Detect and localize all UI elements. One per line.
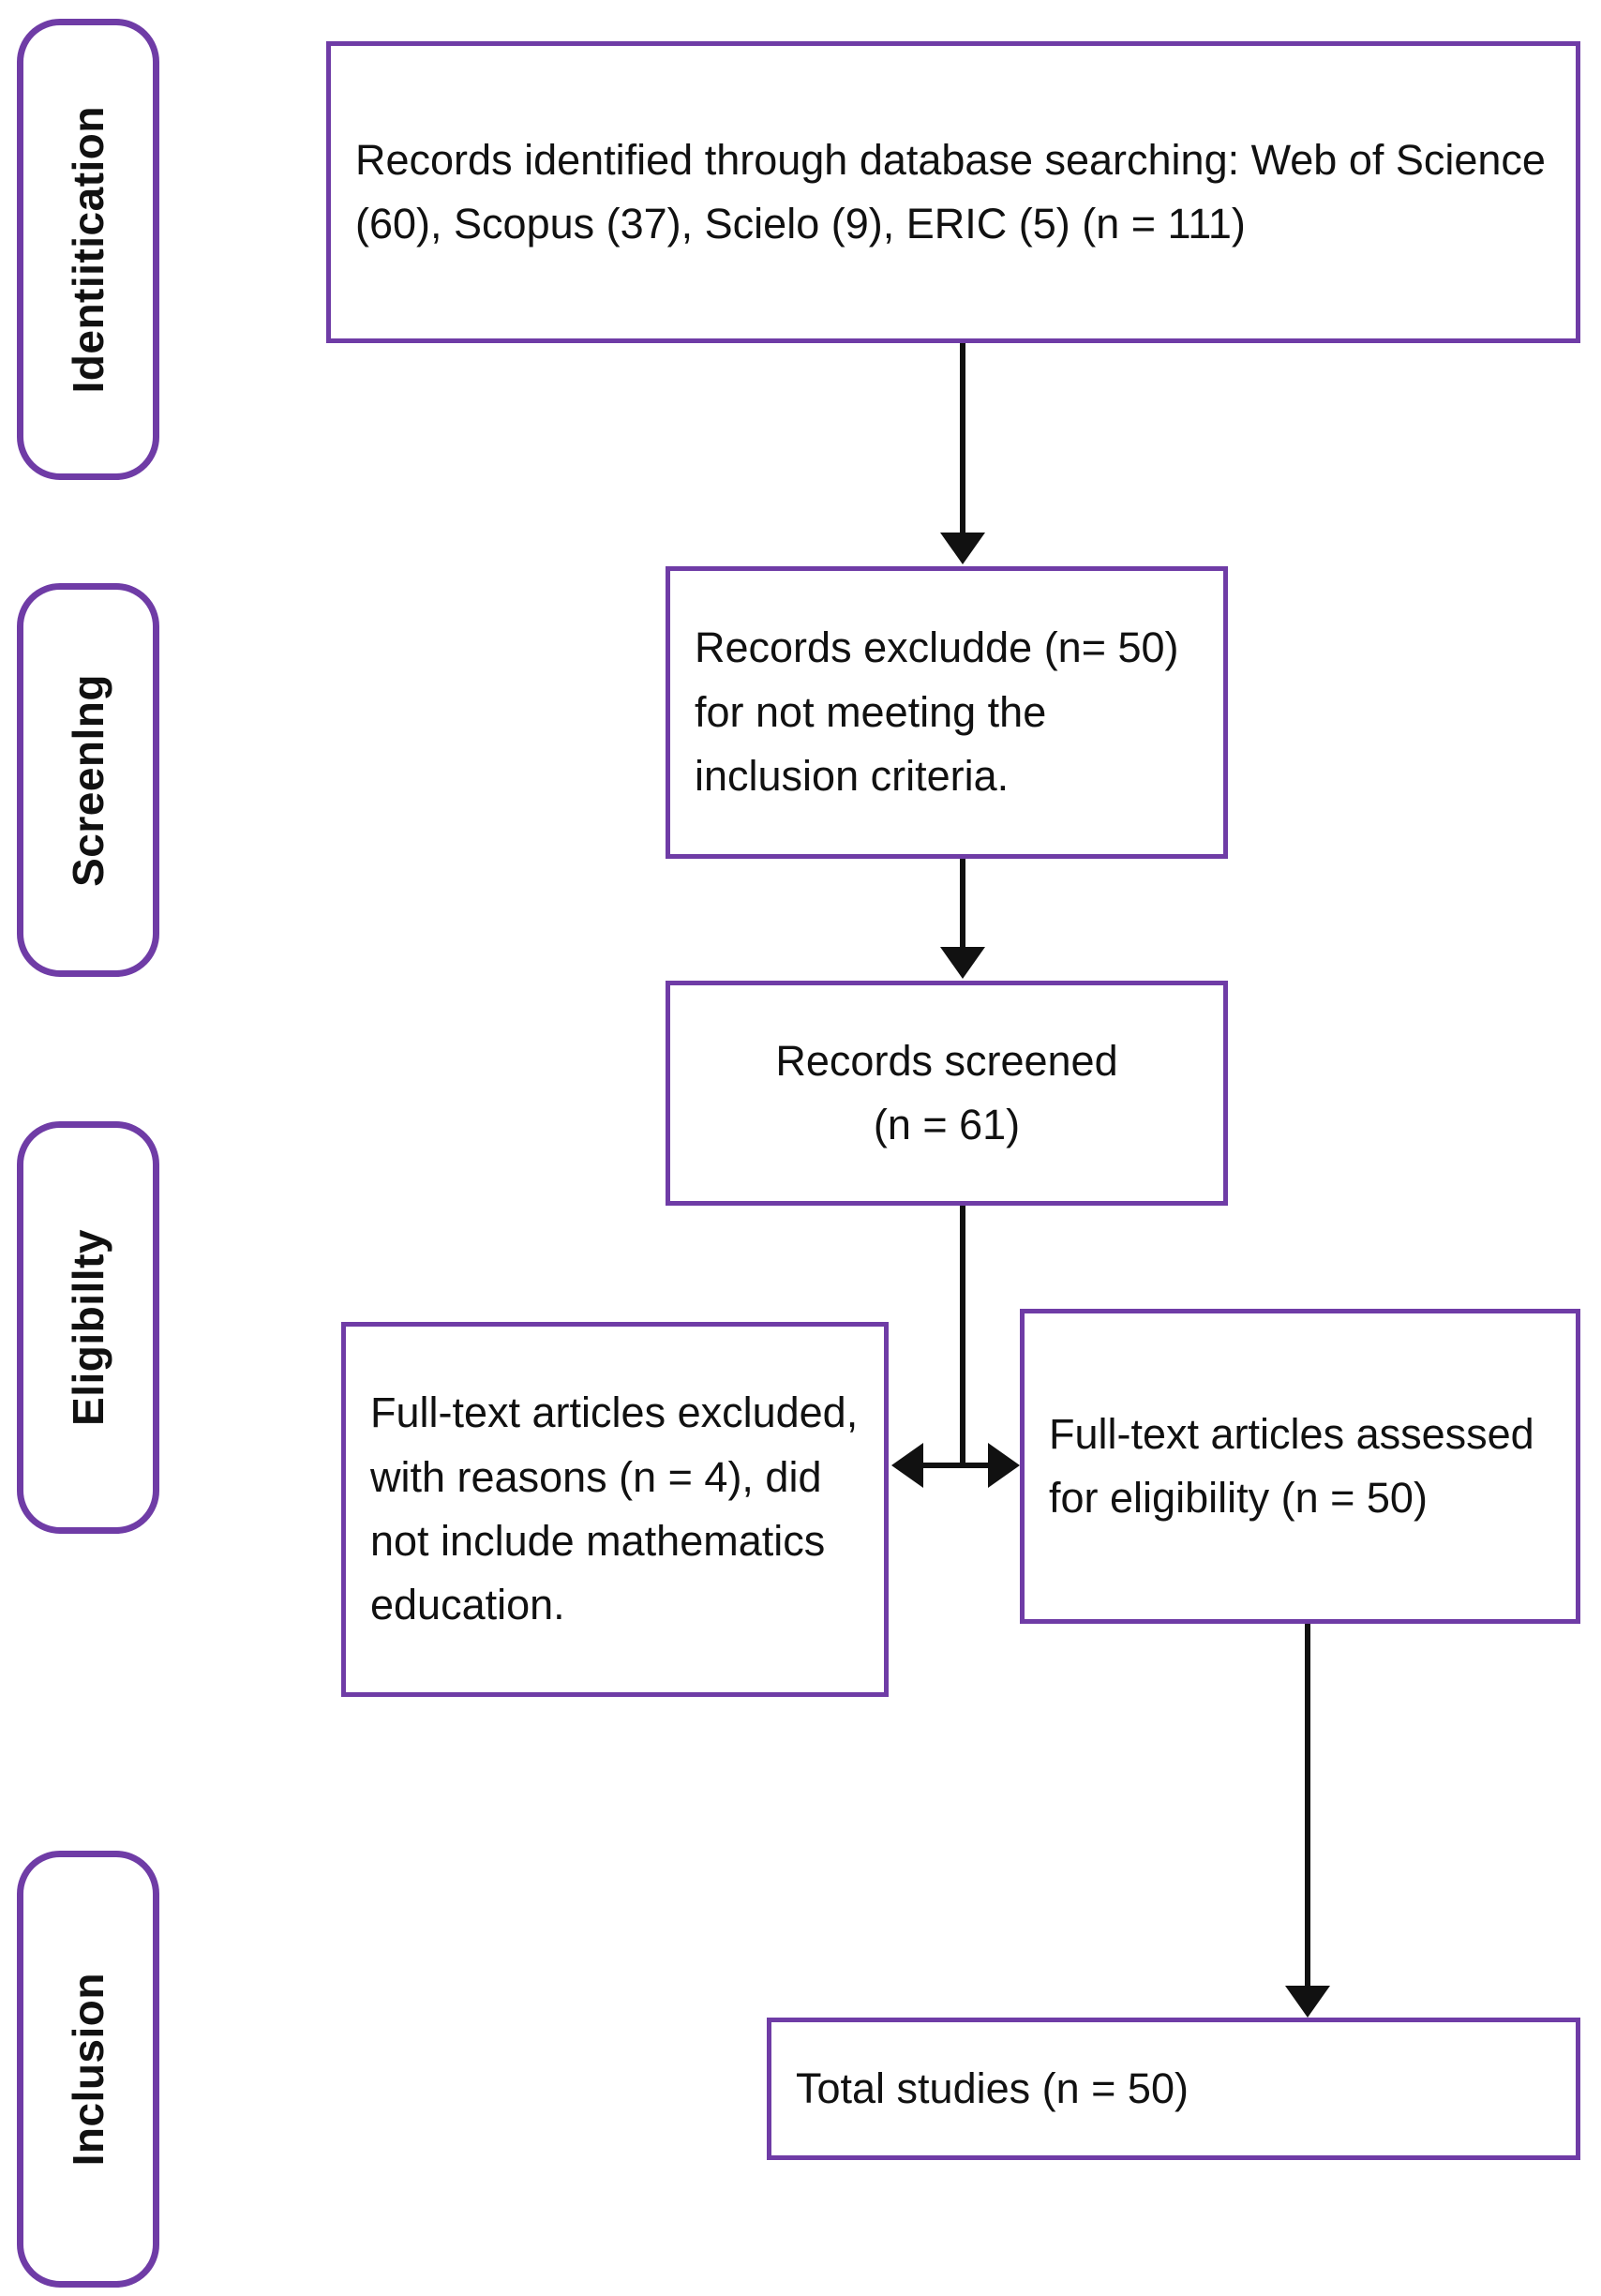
phase-inclusion-label: Inclusion (64, 1972, 112, 2167)
connector-assessed-to-total (1305, 1624, 1310, 1989)
node-records-screened-text: Records screened (n = 61) (775, 1036, 1118, 1148)
node-records-identified: Records identified through database sear… (326, 41, 1580, 343)
node-fulltext-assessed: Full-text articles assessed for eligibil… (1020, 1309, 1580, 1624)
arrowhead-assessed-to-total (1285, 1986, 1330, 2018)
node-fulltext-excluded-text: Full-text articles excluded, with reason… (370, 1388, 859, 1629)
node-total-studies-text: Total studies (n = 50) (796, 2063, 1189, 2112)
connector-eligibility-bidirectional-line (923, 1463, 998, 1468)
phase-identification-label: Identiitication (64, 105, 112, 394)
connector-excluded-to-screened (960, 859, 965, 951)
connector-screened-stem (960, 1206, 965, 1468)
phase-screening: Screenlng (17, 583, 159, 977)
node-fulltext-excluded: Full-text articles excluded, with reason… (341, 1322, 889, 1697)
arrowhead-identified-to-excluded (940, 533, 985, 564)
node-fulltext-assessed-text: Full-text articles assessed for eligibil… (1049, 1409, 1534, 1522)
phase-identification: Identiitication (17, 19, 159, 480)
arrowhead-to-fulltext-excluded (891, 1443, 923, 1488)
connector-identified-to-excluded (960, 343, 965, 536)
arrowhead-to-fulltext-assessed (988, 1443, 1020, 1488)
phase-eligibility: Eligibillty (17, 1121, 159, 1534)
node-records-excluded: Records excludde (n= 50) for not meeting… (666, 566, 1228, 859)
node-records-identified-text: Records identified through database sear… (355, 135, 1546, 248)
node-records-excluded-text: Records excludde (n= 50) for not meeting… (695, 623, 1179, 801)
phase-inclusion: Inclusion (17, 1851, 159, 2288)
node-total-studies: Total studies (n = 50) (767, 2018, 1580, 2160)
phase-screening-label: Screenlng (64, 673, 112, 887)
phase-eligibility-label: Eligibillty (64, 1229, 112, 1426)
arrowhead-excluded-to-screened (940, 947, 985, 979)
node-records-screened: Records screened (n = 61) (666, 981, 1228, 1206)
